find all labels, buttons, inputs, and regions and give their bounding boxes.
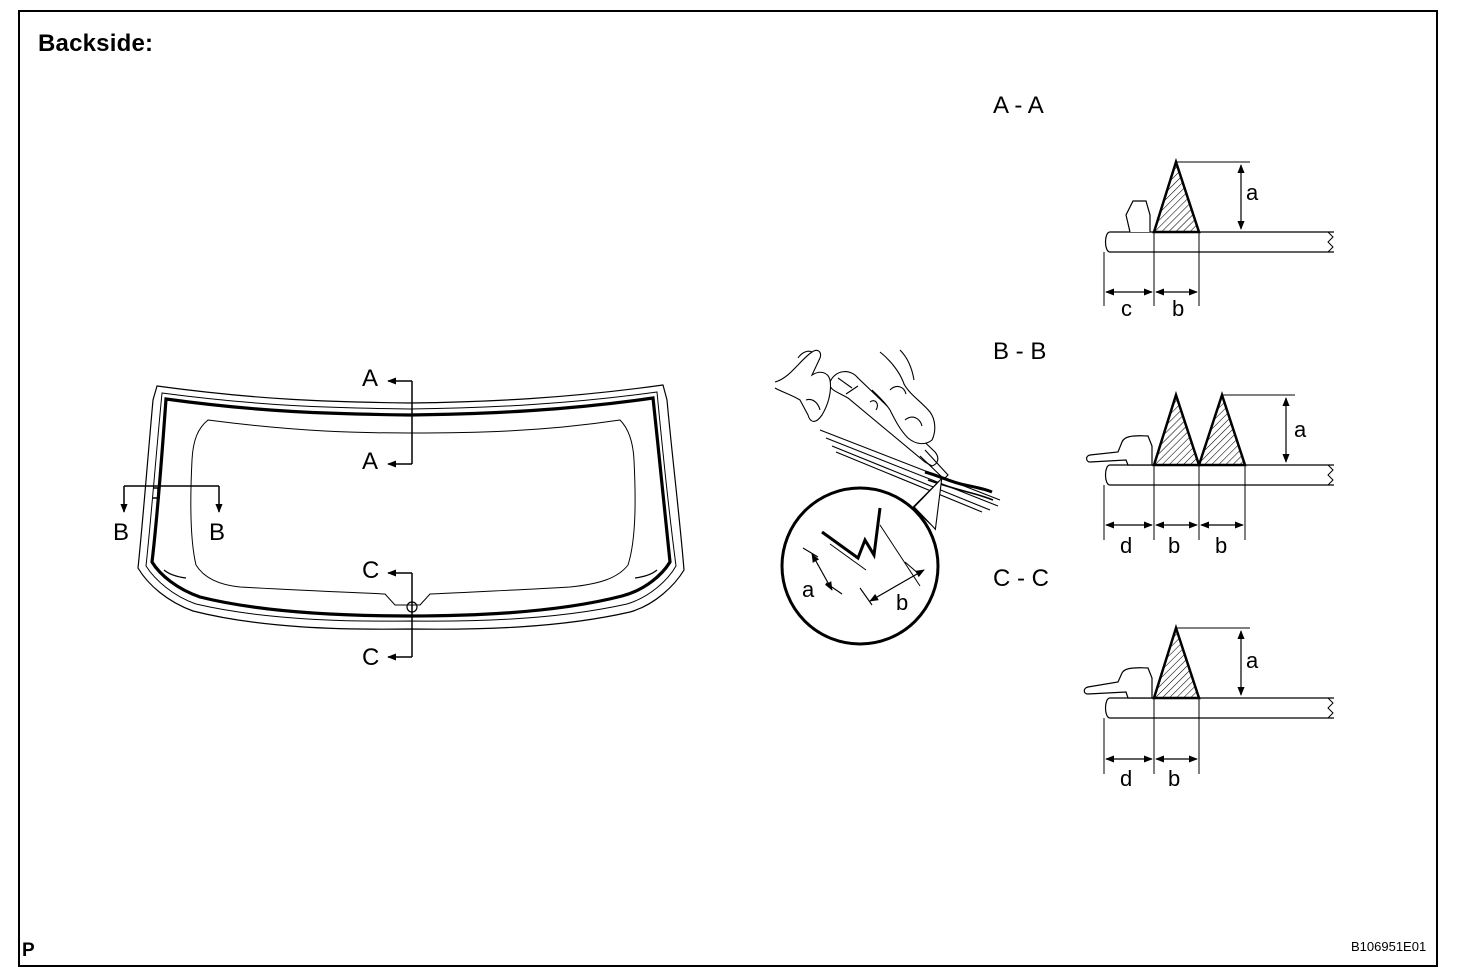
section-b-width-label-2: b [1168, 533, 1180, 558]
glass-inner-edge [145, 391, 677, 622]
glass-outer-edge [137, 384, 685, 630]
section-b-height-label: a [1294, 417, 1307, 442]
bead-tab-left [153, 487, 159, 499]
section-a-width-label-1: c [1121, 296, 1132, 321]
section-marker-c-top: C [362, 557, 379, 584]
section-a-drawing [1103, 157, 1334, 306]
section-b-width-label-3: b [1215, 533, 1227, 558]
section-title-b: B - B [993, 338, 1046, 365]
section-a-height-label: a [1246, 180, 1259, 205]
back-glass [137, 384, 685, 630]
page-title: Backside: [38, 30, 154, 57]
ceramic-border-line [190, 419, 636, 606]
section-marker-a-bottom: A [362, 448, 378, 475]
section-marker-b-right: B [209, 519, 225, 546]
section-b-width-label-1: d [1120, 533, 1132, 558]
bead-a [1152, 157, 1201, 234]
bead-b-2 [1197, 390, 1247, 467]
section-title-c: C - C [993, 565, 1049, 592]
section-lines [120, 377, 413, 661]
section-marker-b-left: B [113, 519, 129, 546]
detail-label-b: b [896, 590, 908, 615]
section-marker-a-top: A [362, 365, 378, 392]
section-title-a: A - A [993, 92, 1044, 119]
diagram-frame [18, 10, 1438, 967]
section-c-width-label-2: b [1168, 766, 1180, 791]
sealant-bead [150, 396, 672, 618]
section-c-width-label-1: d [1120, 766, 1132, 791]
sealant-gun-illustration [774, 349, 1001, 646]
corner-mark: P [22, 940, 35, 961]
section-a-width-label-2: b [1172, 296, 1184, 321]
detail-label-a: a [802, 577, 815, 602]
figure-code: B106951E01 [1351, 939, 1427, 954]
bead-c [1152, 623, 1201, 700]
bead-b-1 [1152, 390, 1201, 467]
glass-notch-right [634, 569, 658, 579]
section-c-height-label: a [1246, 648, 1259, 673]
glass-notch-left [163, 569, 187, 579]
section-marker-c-bottom: C [362, 644, 379, 671]
section-b-drawing [1086, 390, 1334, 540]
section-c-drawing [1083, 623, 1334, 774]
